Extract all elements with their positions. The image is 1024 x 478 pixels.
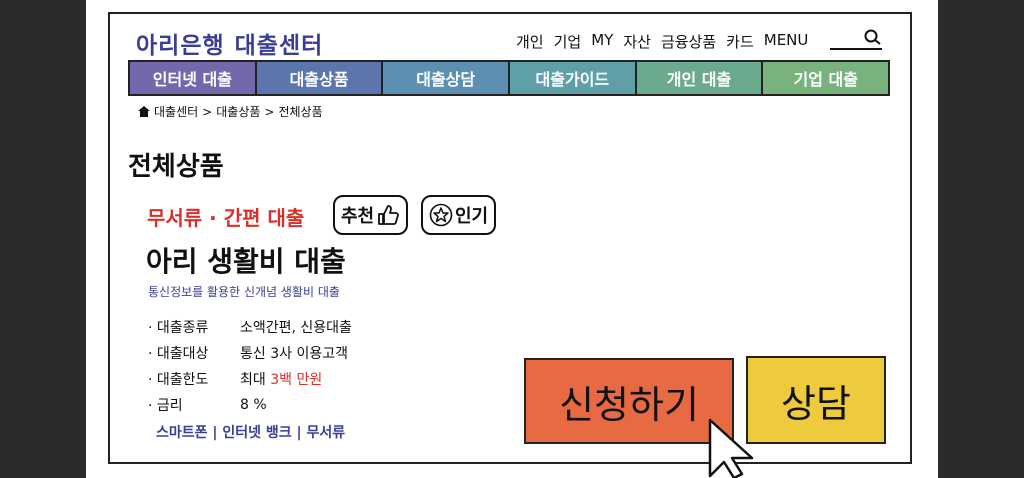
detail-value: 최대 3백 만원 [240,369,322,389]
brand-logo[interactable]: 아리은행 대출센터 [136,26,323,60]
product-description: 통신정보를 활용한 신개념 생활비 대출 [148,285,340,299]
page-title: 전체상품 [128,152,224,182]
left-margin [0,0,86,478]
brand-sub: 대출센터 [234,33,324,59]
menu-item-assets[interactable]: 자산 [623,33,651,51]
breadcrumb-all-products: 전체상품 [278,105,323,119]
breadcrumb-loan-products[interactable]: 대출상품 [216,105,261,119]
breadcrumb: 대출센터 > 대출상품 > 전체상품 [138,103,323,120]
tab-personal-loan[interactable]: 개인 대출 [636,62,764,94]
detail-value-text: 최대 [240,372,271,388]
tab-label: 대출가이드 [535,70,610,89]
recommend-label: 추천 [341,206,375,227]
product-details: · 대출종류 소액간편, 신용대출 · 대출대상 통신 3사 이용고객 · 대출… [148,314,352,418]
apply-label: 신청하기 [559,382,699,427]
product-name[interactable]: 아리 생활비 대출 [146,245,346,278]
brand-name: 아리은행 [136,33,225,59]
menu-item-menu[interactable]: MENU [763,31,809,49]
breadcrumb-separator: > [264,104,275,119]
menu-item-personal[interactable]: 개인 [516,33,544,51]
detail-row: · 금리 8 % [148,392,352,418]
tab-label: 인터넷 대출 [152,70,232,89]
menu-item-business[interactable]: 기업 [553,33,582,51]
detail-value-text: 통신 3사 이용고객 [240,346,348,362]
detail-value: 8 % [240,397,267,413]
detail-value-text: 소액간편, 신용대출 [240,320,352,336]
tab-label: 대출상담 [416,70,476,89]
search-input[interactable] [830,48,882,50]
breadcrumb-loan-center[interactable]: 대출센터 [154,105,199,119]
menu-item-products[interactable]: 금융상품 [660,33,717,51]
tab-business-loan[interactable]: 기업 대출 [763,62,889,94]
popular-badge: 인기 [421,195,497,235]
star-icon [429,203,453,227]
recommend-badge: 추천 [333,195,409,235]
main-nav: 인터넷 대출 대출상품 대출상담 대출가이드 개인 대출 기업 대출 [128,60,890,96]
product-channels: 스마트폰 | 인터넷 뱅크 | 무서류 [156,425,346,441]
apply-button[interactable]: 신청하기 [524,358,734,444]
tab-loan-products[interactable]: 대출상품 [256,62,384,94]
thumbs-up-icon [378,205,400,225]
pointer-cursor-icon [708,418,754,478]
loan-limit-highlight: 3백 만원 [270,372,323,388]
detail-key: · 금리 [148,398,183,414]
detail-row: · 대출한도 최대 3백 만원 [148,366,352,392]
detail-key: · 대출한도 [148,372,209,388]
consult-label: 상담 [781,381,851,426]
search-icon[interactable] [862,28,882,46]
popular-label: 인기 [455,206,489,227]
detail-value: 소액간편, 신용대출 [240,317,352,337]
menu-item-card[interactable]: 카드 [726,33,754,51]
tab-loan-consult[interactable]: 대출상담 [383,62,511,94]
detail-key: · 대출종류 [148,320,209,336]
tab-label: 개인 대출 [666,70,732,89]
tab-internet-loan[interactable]: 인터넷 대출 [130,62,257,94]
detail-row: · 대출대상 통신 3사 이용고객 [148,340,352,366]
breadcrumb-separator: > [202,104,213,119]
home-icon[interactable] [138,106,150,117]
top-menu: 개인 기업 MY 자산 금융상품 카드 MENU [516,31,808,52]
detail-key: · 대출대상 [148,346,209,362]
tab-label: 기업 대출 [793,70,858,89]
right-margin [938,0,1024,478]
product-category: 무서류 · 간편 대출 [147,206,305,230]
detail-value: 통신 3사 이용고객 [240,343,348,363]
tab-label: 대출상품 [289,70,349,89]
detail-row: · 대출종류 소액간편, 신용대출 [148,314,352,340]
detail-value-text: 8 % [240,397,267,413]
tab-loan-guide[interactable]: 대출가이드 [510,62,637,94]
consult-button[interactable]: 상담 [746,356,886,444]
menu-item-my[interactable]: MY [591,31,614,49]
